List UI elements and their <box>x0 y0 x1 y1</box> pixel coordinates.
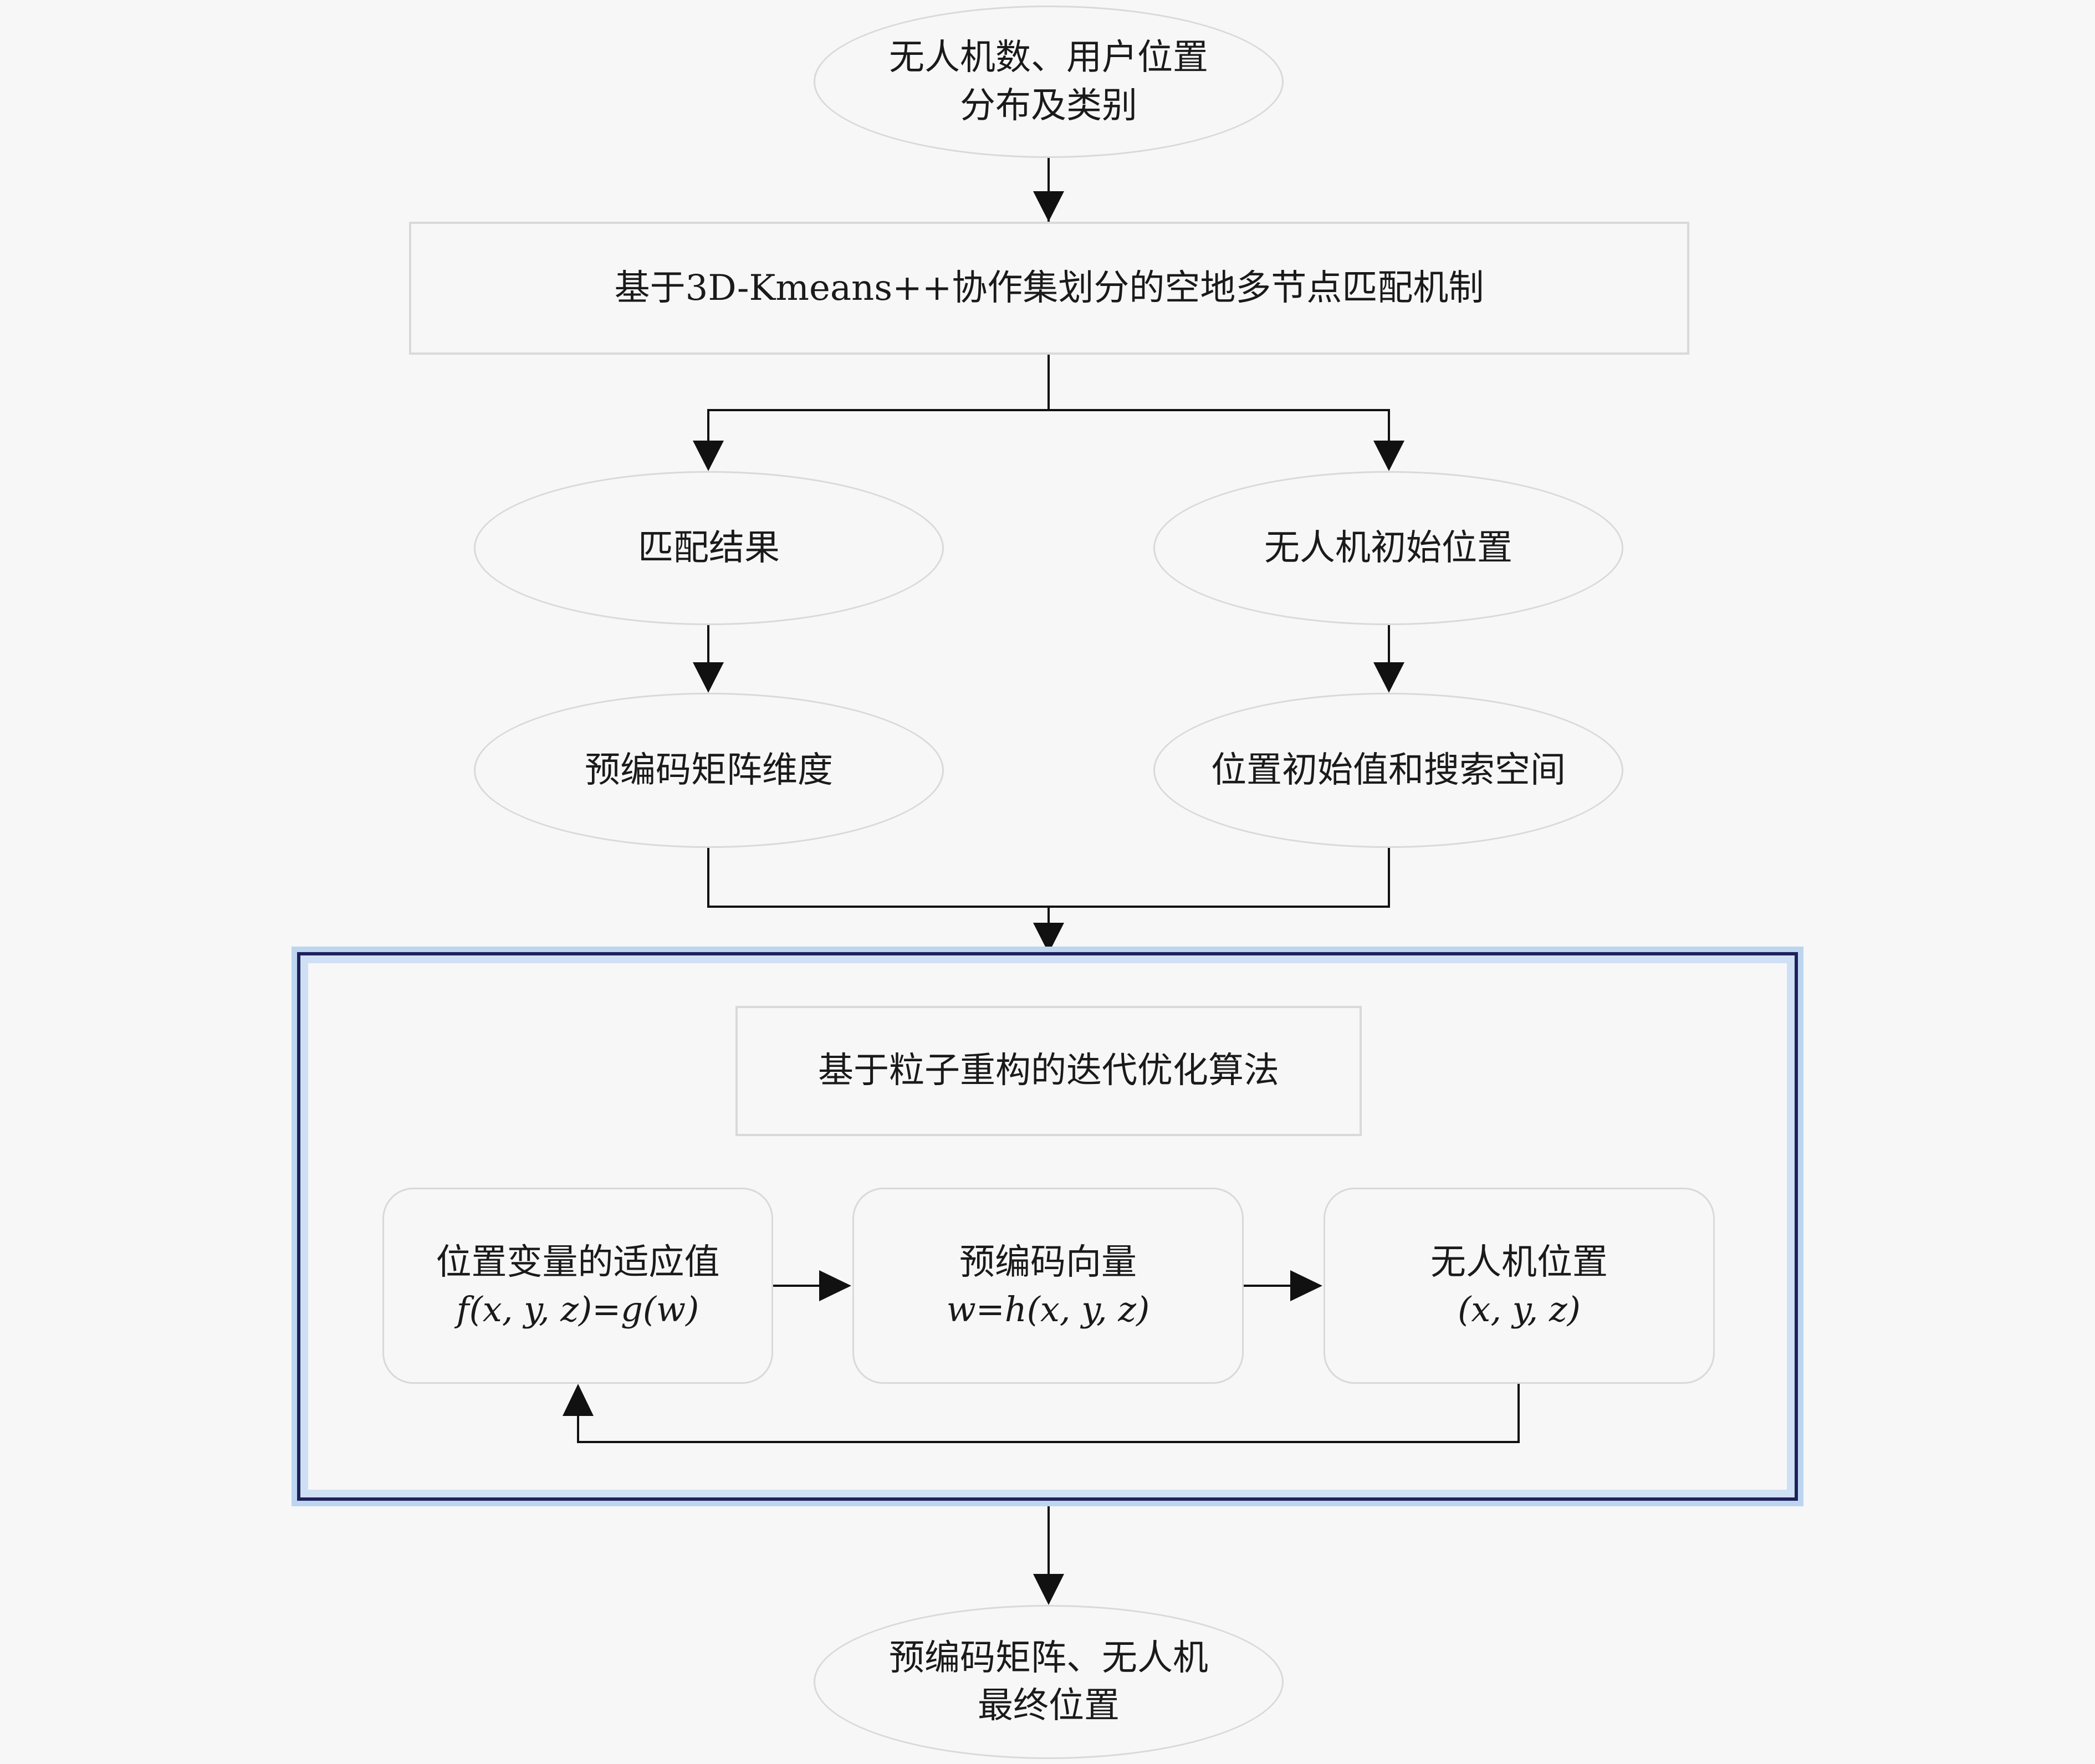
uav-position-label: 无人机位置 <box>1430 1241 1608 1283</box>
precoding-dimension-ellipse: 预编码矩阵维度 <box>474 693 944 848</box>
match-result-label: 匹配结果 <box>638 527 780 569</box>
uav-position-box: 无人机位置 (x, y, z) <box>1324 1188 1715 1384</box>
arrowhead <box>1373 662 1404 693</box>
fitness-box: 位置变量的适应值 f(x, y, z)=g(w) <box>382 1188 773 1384</box>
matching-mechanism-label: 基于3D-Kmeans++协作集划分的空地多节点匹配机制 <box>614 267 1484 309</box>
precoding-vector-label: 预编码向量 <box>959 1241 1137 1283</box>
input-ellipse: 无人机数、用户位置 分布及类别 <box>814 6 1284 158</box>
fitness-label: 位置变量的适应值 <box>436 1241 720 1283</box>
output-line1: 预编码矩阵、无人机 <box>889 1637 1208 1679</box>
connector-merge <box>707 848 1390 926</box>
connector-split <box>707 355 1390 443</box>
match-result-ellipse: 匹配结果 <box>474 471 944 625</box>
input-line2: 分布及类别 <box>960 85 1137 126</box>
precoding-dimension-label: 预编码矩阵维度 <box>585 749 833 791</box>
uav-initial-position-label: 无人机初始位置 <box>1264 527 1513 569</box>
arrowhead <box>563 1384 594 1416</box>
output-ellipse: 预编码矩阵、无人机 最终位置 <box>814 1605 1284 1759</box>
arrowhead <box>1033 191 1064 222</box>
search-space-label: 位置初始值和搜索空间 <box>1211 749 1566 791</box>
fitness-formula: f(x, y, z)=g(w) <box>456 1289 699 1330</box>
matching-mechanism-box: 基于3D-Kmeans++协作集划分的空地多节点匹配机制 <box>409 222 1689 355</box>
input-line1: 无人机数、用户位置 <box>889 37 1208 79</box>
arrowhead <box>1290 1270 1322 1301</box>
search-space-ellipse: 位置初始值和搜索空间 <box>1153 693 1623 848</box>
arrowhead <box>1373 441 1404 471</box>
loop-feedback-connector <box>577 1384 1520 1443</box>
precoding-vector-box: 预编码向量 w=h(x, y, z) <box>852 1188 1244 1384</box>
uav-initial-position-ellipse: 无人机初始位置 <box>1153 471 1623 625</box>
arrowhead <box>693 441 724 471</box>
precoding-vector-formula: w=h(x, y, z) <box>946 1289 1150 1330</box>
algorithm-title-label: 基于粒子重构的迭代优化算法 <box>818 1050 1279 1092</box>
arrowhead <box>693 662 724 693</box>
arrowhead <box>819 1270 851 1301</box>
algorithm-title-box: 基于粒子重构的迭代优化算法 <box>735 1006 1362 1136</box>
arrowhead <box>1033 923 1064 953</box>
uav-position-formula: (x, y, z) <box>1458 1289 1581 1330</box>
arrowhead <box>1033 1574 1064 1605</box>
output-line2: 最终位置 <box>978 1685 1120 1726</box>
